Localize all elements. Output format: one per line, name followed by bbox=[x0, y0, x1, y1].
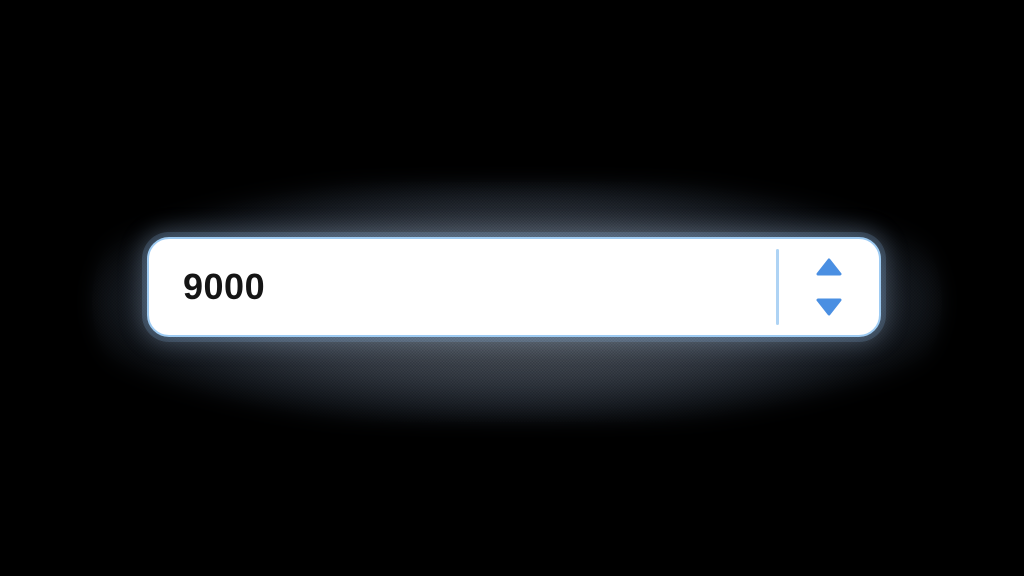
stepper-controls bbox=[779, 239, 879, 335]
increment-button[interactable] bbox=[807, 254, 851, 280]
number-spinbox[interactable] bbox=[147, 237, 881, 337]
decrement-button[interactable] bbox=[807, 294, 851, 320]
chevron-up-icon bbox=[816, 258, 842, 276]
chevron-down-icon bbox=[816, 298, 842, 316]
stepper-divider bbox=[776, 249, 779, 325]
number-input[interactable] bbox=[149, 239, 776, 335]
